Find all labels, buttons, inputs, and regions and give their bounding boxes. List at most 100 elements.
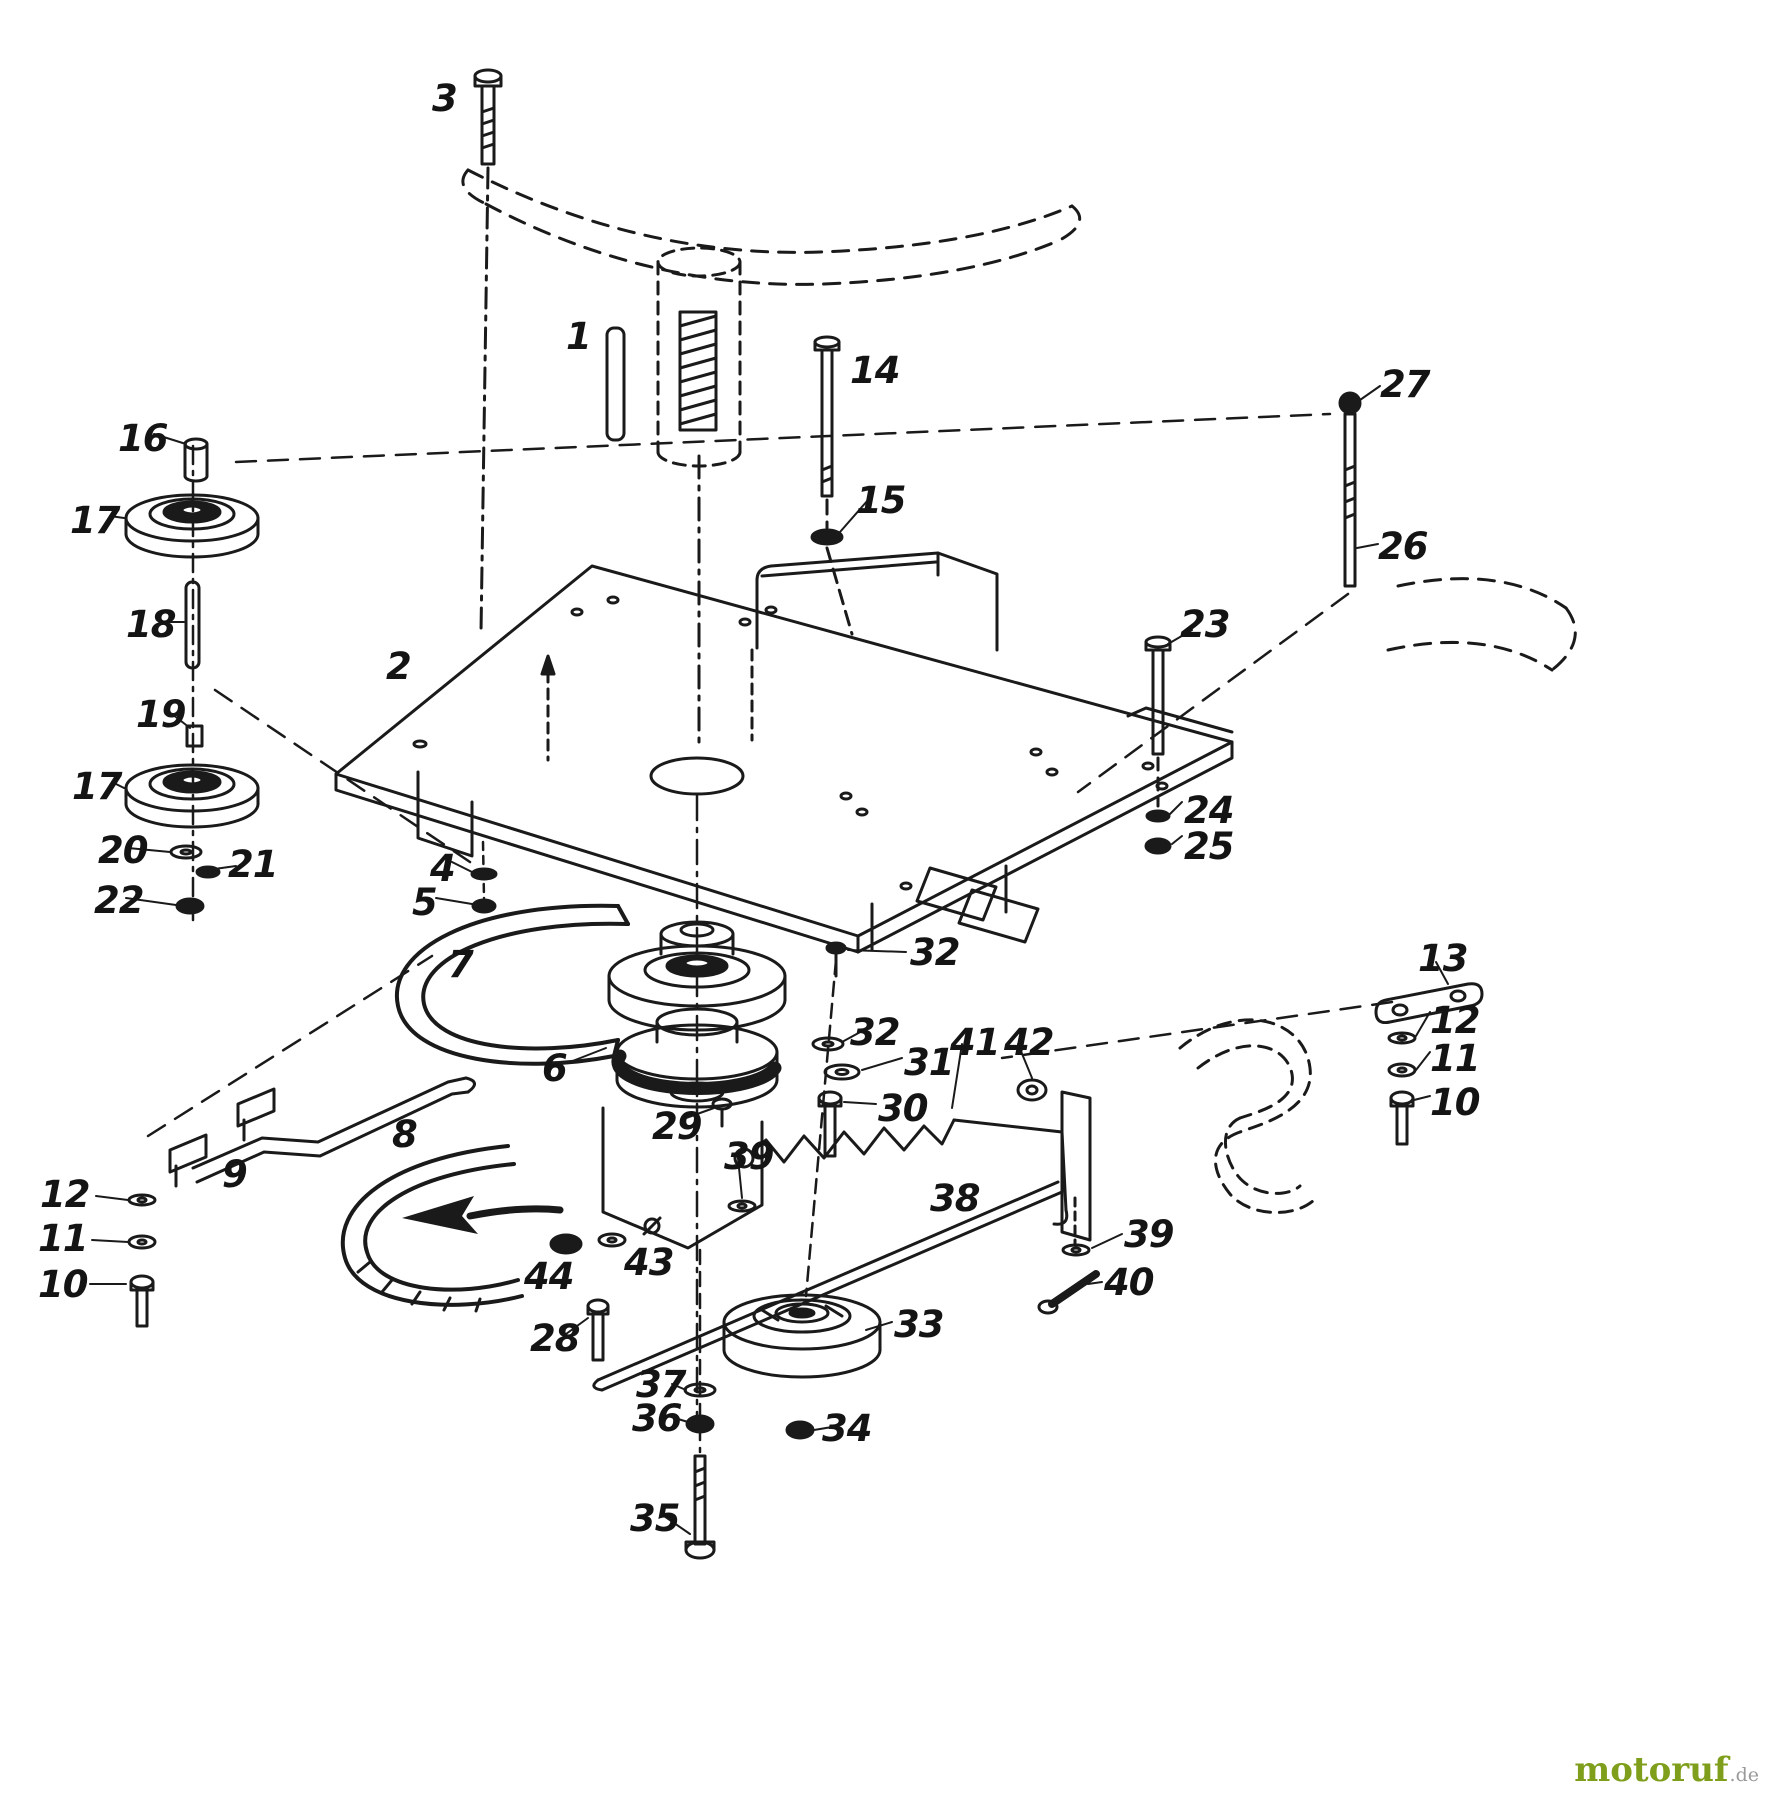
- part-callout-6: 6: [542, 1047, 568, 1090]
- part-callout-19: 19: [136, 693, 186, 736]
- construction-lines: [146, 412, 1394, 1138]
- part-callout-34: 34: [822, 1407, 872, 1450]
- part-callout-17: 17: [70, 499, 120, 542]
- part-callout-17: 17: [72, 765, 122, 808]
- bolt-10-left: [129, 1274, 155, 1328]
- nut-44: [549, 1233, 583, 1255]
- v-belt-8: [340, 1144, 524, 1313]
- leader-lines: [89, 385, 1449, 1535]
- part-callout-25: 25: [1184, 825, 1234, 868]
- pulley-33: [722, 1293, 882, 1379]
- bolt-40: [1048, 1270, 1100, 1308]
- nut-25: [1144, 837, 1172, 855]
- part-callout-24: 24: [1184, 789, 1234, 832]
- bracket-13: [1374, 982, 1484, 1024]
- support-channel: [755, 551, 999, 652]
- part-callout-39: 39: [1124, 1213, 1174, 1256]
- nut-34: [785, 1420, 815, 1440]
- plate-left-tab: [416, 770, 474, 858]
- washer-31: [823, 1063, 861, 1081]
- washer-20: [169, 844, 203, 860]
- part-callout-10: 10: [38, 1263, 88, 1306]
- spindle-assembly-6: [601, 794, 787, 1434]
- washer-11-left: [127, 1234, 157, 1250]
- pin-1: [605, 326, 626, 442]
- part-callout-4: 4: [430, 847, 456, 890]
- bolt-10-right: [1389, 1090, 1415, 1146]
- bolt-3: [473, 68, 503, 634]
- part-callout-13: 13: [1418, 937, 1468, 980]
- part-callout-11: 11: [1430, 1037, 1480, 1080]
- washer-32b: [811, 1036, 845, 1052]
- part-callout-38: 38: [930, 1177, 980, 1220]
- part-callout-37: 37: [636, 1363, 686, 1406]
- part-callout-5: 5: [412, 881, 438, 924]
- watermark: motoruf.de: [1574, 1750, 1759, 1790]
- tension-spring-38: [733, 1118, 1069, 1226]
- part-callout-12: 12: [40, 1173, 90, 1216]
- pulley-33-axis: [804, 958, 838, 1298]
- washer-39-center: [727, 1199, 757, 1213]
- part-callout-9: 9: [222, 1153, 248, 1196]
- part-callout-31: 31: [904, 1041, 954, 1084]
- part-callout-18: 18: [126, 603, 176, 646]
- washer-43: [597, 1232, 627, 1248]
- part-callout-14: 14: [850, 349, 900, 392]
- part-callout-7: 7: [448, 943, 474, 986]
- part-callout-16: 16: [118, 417, 168, 460]
- part-callout-11: 11: [38, 1217, 88, 1260]
- part-callout-2: 2: [386, 645, 412, 688]
- part-callout-21: 21: [228, 843, 278, 886]
- idler-arm-9: [168, 1076, 476, 1188]
- part-callout-43: 43: [624, 1241, 674, 1284]
- washer-24: [1145, 809, 1171, 823]
- part-callout-36: 36: [632, 1397, 682, 1440]
- frame-cutout-dashed: [461, 168, 1082, 286]
- nut-22: [175, 897, 205, 915]
- washer-11-right: [1387, 1062, 1417, 1078]
- part-callout-42: 42: [1004, 1021, 1054, 1064]
- bolt-28: [586, 1298, 610, 1362]
- washer-42: [1016, 1078, 1048, 1102]
- part-callout-40: 40: [1104, 1261, 1154, 1304]
- nut-5: [471, 898, 497, 914]
- part-callout-44: 44: [524, 1255, 574, 1298]
- bolt-26-27: [1338, 391, 1362, 588]
- pto-shaft: [656, 246, 742, 744]
- watermark-brand: motoruf: [1574, 1750, 1729, 1790]
- washer-12-right: [1387, 1031, 1417, 1045]
- watermark-tld: .de: [1729, 1764, 1759, 1786]
- belt-guide-dashed: [1178, 1018, 1316, 1214]
- part-callout-33: 33: [894, 1303, 944, 1346]
- part-callout-10: 10: [1430, 1081, 1480, 1124]
- part-callout-3: 3: [432, 77, 458, 120]
- part-callout-27: 27: [1380, 363, 1430, 406]
- part-callout-8: 8: [392, 1113, 418, 1156]
- part-callout-20: 20: [98, 829, 148, 872]
- part-callout-29: 29: [652, 1105, 702, 1148]
- belt-guard-slots: [870, 864, 1040, 952]
- part-callout-23: 23: [1180, 603, 1230, 646]
- part-callout-35: 35: [630, 1497, 680, 1540]
- part-callout-26: 26: [1378, 525, 1428, 568]
- bolt-14-nut-15: [810, 335, 854, 636]
- part-callout-32: 32: [910, 931, 960, 974]
- bolt-30: [817, 1090, 843, 1158]
- anchor-bracket-right: [1037, 1090, 1100, 1315]
- washer-12-left: [127, 1193, 157, 1207]
- spacer-16: [183, 437, 209, 483]
- deck-plate-2: [334, 564, 1234, 954]
- part-callout-32: 32: [850, 1011, 900, 1054]
- washer-4-axis: [481, 840, 486, 900]
- part-callout-28: 28: [530, 1317, 580, 1360]
- bolt-35: [684, 1454, 716, 1560]
- part-callout-41: 41: [950, 1021, 1000, 1064]
- part-callout-15: 15: [856, 479, 906, 522]
- rotation-arrow-tail: [466, 1205, 564, 1220]
- v-belt-7: [394, 903, 630, 1066]
- part-callout-22: 22: [94, 879, 144, 922]
- rotation-arrow: [402, 1196, 478, 1234]
- bolt-23: [1144, 635, 1172, 808]
